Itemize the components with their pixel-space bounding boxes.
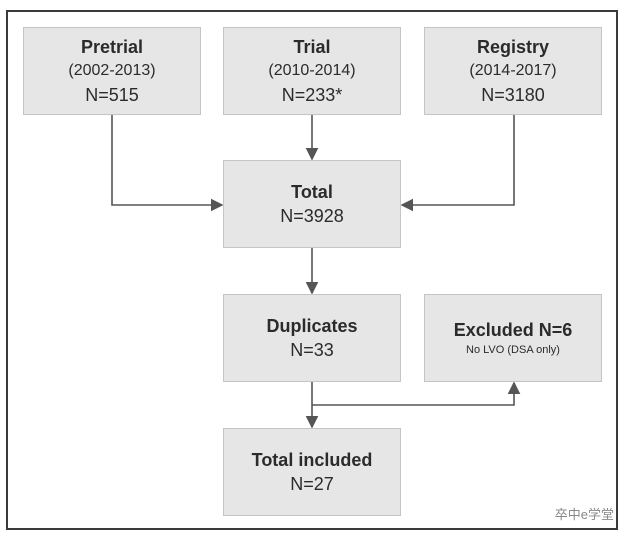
included-title: Total included	[251, 450, 373, 470]
registry-years: (2014-2017)	[469, 62, 557, 79]
trial-box: Trial (2010-2014) N=233*	[223, 27, 401, 115]
arrow-registry-to-total	[400, 115, 515, 212]
trial-title: Trial	[293, 37, 331, 57]
excluded-note: No LVO (DSA only)	[466, 344, 560, 356]
pretrial-n: N=515	[85, 85, 139, 105]
registry-box: Registry (2014-2017) N=3180	[424, 27, 602, 115]
excluded-box: Excluded N=6 No LVO (DSA only)	[424, 294, 602, 382]
trial-years: (2010-2014)	[268, 62, 356, 79]
arrow-pretrial-to-total	[111, 115, 224, 212]
duplicates-title: Duplicates	[266, 316, 358, 336]
registry-title: Registry	[476, 37, 550, 57]
included-box: Total included N=27	[223, 428, 401, 516]
pretrial-years: (2002-2013)	[68, 62, 156, 79]
registry-n: N=3180	[481, 85, 545, 105]
diagram-frame	[6, 10, 618, 530]
arrow-to-excluded	[312, 381, 521, 406]
duplicates-box: Duplicates N=33	[223, 294, 401, 382]
included-n: N=27	[290, 474, 334, 494]
excluded-title: Excluded N=6	[453, 320, 573, 340]
total-box: Total N=3928	[223, 160, 401, 248]
watermark: 卒中e学堂	[554, 507, 614, 522]
pretrial-box: Pretrial (2002-2013) N=515	[23, 27, 201, 115]
duplicates-n: N=33	[290, 340, 334, 360]
total-title: Total	[291, 182, 333, 202]
trial-n: N=233*	[281, 85, 343, 105]
pretrial-title: Pretrial	[80, 37, 144, 57]
total-n: N=3928	[280, 206, 344, 226]
